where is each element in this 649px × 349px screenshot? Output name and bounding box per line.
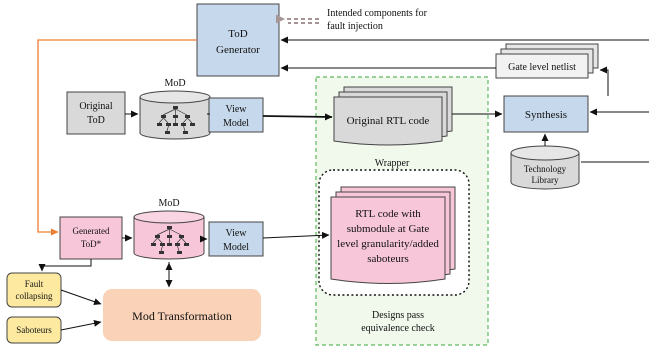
- saboteurs-label: Saboteurs: [16, 325, 52, 335]
- arrow-view-bottom-to-rtl: [262, 231, 330, 239]
- gate-netlist-docs[interactable]: [495, 43, 599, 79]
- tod-generator-box[interactable]: [196, 3, 280, 77]
- tod-generator-label-2: Generator: [216, 44, 260, 56]
- technology-library-cylinder[interactable]: [510, 145, 580, 190]
- fault-collapsing-label-2: collapsing: [16, 291, 53, 301]
- technology-library-label-1: Technology: [524, 164, 567, 174]
- tod-generator-label-1: ToD: [228, 28, 247, 40]
- equivalence-label-1: Designs pass: [372, 310, 424, 321]
- generated-tod-box[interactable]: [59, 216, 123, 260]
- rtl-submodule-label-4: saboteurs: [367, 253, 409, 265]
- mod-bottom-label: MoD: [158, 198, 179, 209]
- original-rtl-label: Original RTL code: [347, 115, 430, 127]
- technology-library-label-2: Library: [532, 175, 559, 185]
- mod-top-cylinder[interactable]: [139, 90, 211, 140]
- view-model-top-box[interactable]: [208, 97, 264, 133]
- arrow-saboteurs-to-transformation: [60, 319, 102, 331]
- view-model-bottom-label-1: View: [225, 228, 247, 239]
- original-rtl-docs[interactable]: [333, 86, 453, 146]
- mod-bottom-cylinder[interactable]: [133, 210, 205, 260]
- arrow-view-top-to-rtl: [262, 113, 333, 121]
- synthesis-label: Synthesis: [525, 109, 567, 121]
- fault-collapsing-label-1: Fault: [25, 279, 44, 289]
- view-model-bottom-label-2: Model: [223, 242, 249, 253]
- original-tod-label-1: Original: [79, 101, 113, 112]
- view-model-bottom-box[interactable]: [208, 221, 264, 257]
- legend-text-1: Intended components for: [327, 8, 428, 19]
- mod-transformation-box[interactable]: [103, 289, 261, 341]
- mod-transformation-label: Mod Transformation: [132, 309, 232, 323]
- rtl-submodule-label-1: RTL code with: [355, 208, 421, 220]
- gate-netlist-label: Gate level netlist: [508, 62, 576, 73]
- arrow-fault-to-transformation: [60, 289, 102, 305]
- synthesis-box[interactable]: [503, 95, 589, 133]
- arrow-synthesis-to-netlist: [599, 66, 609, 96]
- equivalence-label-2: equivalence check: [361, 323, 435, 334]
- connectors: [38, 36, 649, 331]
- arrow-generated-to-fault-collapsing: [38, 259, 92, 272]
- original-tod-box[interactable]: [66, 91, 126, 135]
- rtl-submodule-label-3: level granularity/added: [337, 238, 439, 250]
- view-model-top-label-1: View: [225, 104, 247, 115]
- rtl-submodule-docs[interactable]: [330, 186, 456, 284]
- original-tod-label-2: ToD: [87, 115, 105, 126]
- generated-tod-label-1: Generated: [73, 226, 110, 236]
- view-model-top-label-2: Model: [223, 118, 249, 129]
- arrow-tod-generator-to-generated-tod: [37, 39, 197, 236]
- mod-top-label: MoD: [164, 78, 185, 89]
- wrapper-label: Wrapper: [375, 158, 410, 169]
- legend-text-2: fault injection: [327, 21, 383, 32]
- generated-tod-label-2: ToD*: [81, 239, 102, 249]
- rtl-submodule-label-2: submodule at Gate: [347, 223, 430, 235]
